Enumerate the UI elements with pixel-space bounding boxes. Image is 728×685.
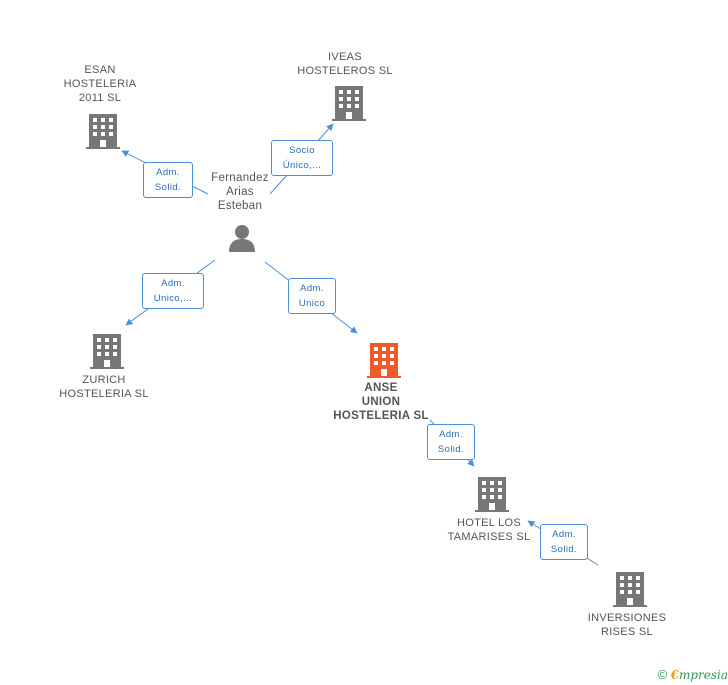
label-line: 2011 SL xyxy=(78,92,122,104)
node-label-person[interactable]: Fernandez Arias Esteban xyxy=(211,171,269,213)
edge-label-line: Unico,... xyxy=(153,293,193,304)
edge-label-line: Adm. xyxy=(161,278,185,289)
building-icon[interactable] xyxy=(86,114,120,149)
label-line: Fernandez xyxy=(211,172,269,184)
building-icon[interactable] xyxy=(90,334,124,369)
label-line: Esteban xyxy=(217,200,263,212)
building-icon[interactable] xyxy=(475,477,509,512)
edge-label-line: Solid. xyxy=(154,182,182,193)
label-line: HOSTELERIA SL xyxy=(333,410,429,422)
node-label-zurich[interactable]: ZURICH HOSTELERIA SL xyxy=(59,373,149,401)
edge-label-to-zurich[interactable]: Adm. Unico,... xyxy=(142,273,204,309)
edge-label-line: Unico xyxy=(298,298,326,309)
label-line: HOTEL LOS xyxy=(456,517,522,529)
node-label-tamarises[interactable]: HOTEL LOS TAMARISES SL xyxy=(448,516,531,544)
label-line: Arias xyxy=(226,186,254,198)
label-line: ZURICH xyxy=(82,374,126,386)
person-icon[interactable] xyxy=(229,225,255,252)
brand-text: mpresia xyxy=(678,668,728,682)
label-line: HOSTELERIA SL xyxy=(59,388,149,400)
node-label-anse[interactable]: ANSE UNION HOSTELERIA SL xyxy=(333,381,428,423)
brand-e: € xyxy=(670,668,679,682)
edge-label-line: Adm. xyxy=(439,429,463,440)
edge-label-line: Socio xyxy=(289,145,315,156)
footer-credit: © €mpresia xyxy=(658,667,728,682)
node-label-rises[interactable]: INVERSIONES RISES SL xyxy=(588,611,667,639)
edge-label-line: Adm. xyxy=(156,167,180,178)
edge-label-anse-tamarises[interactable]: Adm. Solid. xyxy=(427,424,475,460)
label-line: INVERSIONES xyxy=(587,612,667,624)
label-line: RISES SL xyxy=(601,626,653,638)
building-icon[interactable] xyxy=(332,86,366,121)
label-line: HOSTELERIA xyxy=(63,78,137,90)
edge-label-line: Solid. xyxy=(437,444,465,455)
edge-label-line: Adm. xyxy=(300,283,324,294)
label-line: TAMARISES SL xyxy=(447,531,531,543)
edge-label-to-iveas[interactable]: Socio Único,... xyxy=(271,140,333,176)
label-line: HOSTELEROS SL xyxy=(297,65,393,77)
label-line: UNION xyxy=(361,396,401,408)
edge-label-to-esan[interactable]: Adm. Solid. xyxy=(143,162,193,198)
label-line: IVEAS xyxy=(328,51,362,63)
building-icon[interactable] xyxy=(613,572,647,607)
label-line: ANSE xyxy=(364,382,398,394)
edge-label-line: Adm. xyxy=(552,529,576,540)
node-label-esan[interactable]: ESAN HOSTELERIA 2011 SL xyxy=(64,63,137,105)
brand-logo[interactable]: €mpresia xyxy=(671,668,728,682)
building-icon[interactable] xyxy=(367,343,401,378)
node-label-iveas[interactable]: IVEAS HOSTELEROS SL xyxy=(297,50,393,78)
copyright-icon: © xyxy=(657,667,668,682)
edge-label-line: Único,... xyxy=(282,160,322,171)
edge-label-rises-tamarises[interactable]: Adm. Solid. xyxy=(540,524,588,560)
edge-label-line: Solid. xyxy=(550,544,578,555)
edge-lines xyxy=(121,123,599,566)
label-line: ESAN xyxy=(84,64,116,76)
edge-label-to-anse[interactable]: Adm. Unico xyxy=(288,278,336,314)
